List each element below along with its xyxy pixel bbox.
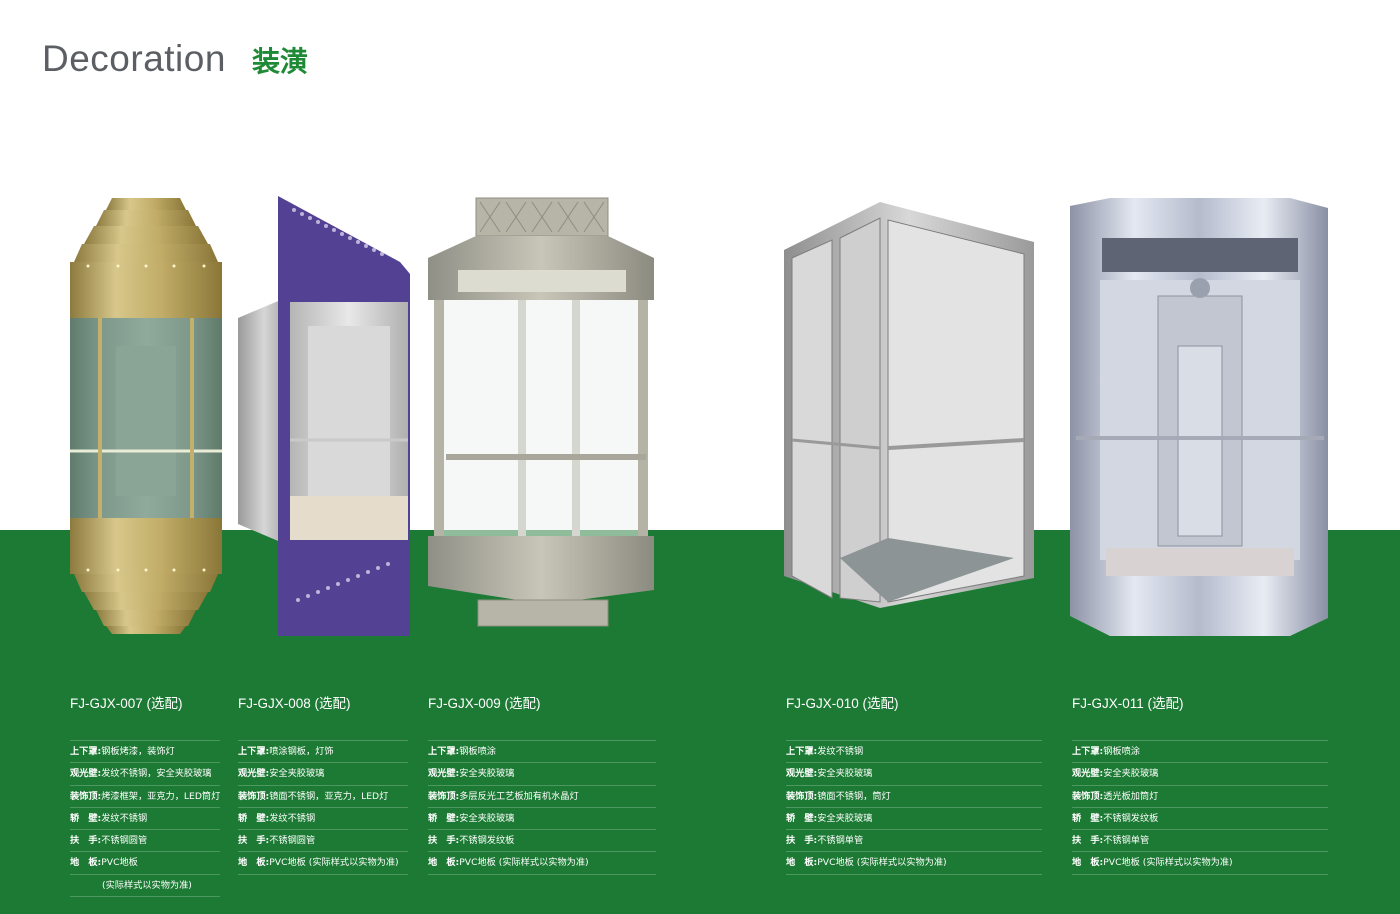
spec-row: 上下罩:喷涂钢板，灯饰	[238, 740, 408, 762]
spec-list-011: 上下罩:钢板喷涂 观光壁:安全夹胶玻璃 装饰顶:透光板加筒灯 轿 壁:不锈钢发纹…	[1072, 740, 1328, 875]
spec-row: 观光壁:安全夹胶玻璃	[428, 762, 656, 784]
spec-row: 扶 手:不锈钢发纹板	[428, 829, 656, 851]
page-header: Decoration 装潢	[42, 38, 308, 80]
spec-row: 扶 手:不锈钢单管	[1072, 829, 1328, 851]
spec-row: 轿 壁:发纹不锈钢	[70, 806, 220, 829]
spec-row: 轿 壁:发纹不锈钢	[238, 806, 408, 829]
model-label-007: FJ-GJX-007 (选配)	[70, 696, 183, 711]
spec-row: 扶 手:不锈钢圆管	[238, 829, 408, 851]
model-label-009: FJ-GJX-009 (选配)	[428, 696, 541, 711]
page-title-chinese: 装潢	[251, 45, 308, 78]
spec-row: 上下罩:钢板喷涂	[1072, 740, 1328, 762]
spec-row: 装饰顶:镜面不锈钢，筒灯	[786, 784, 1042, 807]
spec-row: 装饰顶:多层反光工艺板加有机水晶灯	[428, 784, 656, 807]
elevator-image-007	[68, 196, 224, 636]
spec-row: 地 板:PVC地板 (实际样式以实物为准)	[428, 851, 656, 875]
spec-row: 地 板:PVC地板 (实际样式以实物为准)	[1072, 851, 1328, 875]
spec-list-008: 上下罩:喷涂钢板，灯饰 观光壁:安全夹胶玻璃 装饰顶:镜面不锈钢，亚克力，LED…	[238, 740, 408, 875]
spec-row: 轿 壁:安全夹胶玻璃	[786, 806, 1042, 829]
spec-row: 装饰顶:透光板加筒灯	[1072, 784, 1328, 807]
spec-row: 地 板:PVC地板 (实际样式以实物为准)	[786, 851, 1042, 875]
spec-note: (实际样式以实物为准)	[70, 873, 220, 898]
spec-row: 上下罩:钢板烤漆，装饰灯	[70, 740, 220, 762]
model-label-011: FJ-GJX-011 (选配)	[1072, 696, 1184, 711]
model-label-008: FJ-GJX-008 (选配)	[238, 696, 351, 711]
spec-row: 装饰顶:烤漆框架，亚克力，LED筒灯	[70, 784, 220, 807]
spec-row: 上下罩:钢板喷涂	[428, 740, 656, 762]
model-label-010: FJ-GJX-010 (选配)	[786, 696, 899, 711]
spec-row: 地 板:PVC地板 (实际样式以实物为准)	[238, 851, 408, 875]
spec-row: 观光壁:安全夹胶玻璃	[786, 762, 1042, 784]
elevator-image-008	[238, 196, 413, 638]
spec-row: 观光壁:安全夹胶玻璃	[1072, 762, 1328, 784]
page-title-english: Decoration	[42, 38, 226, 79]
spec-row: 上下罩:发纹不锈钢	[786, 740, 1042, 762]
spec-row: 轿 壁:安全夹胶玻璃	[428, 806, 656, 829]
spec-row: 轿 壁:不锈钢发纹板	[1072, 806, 1328, 829]
spec-list-007: 上下罩:钢板烤漆，装饰灯 观光壁:发纹不锈钢，安全夹胶玻璃 装饰顶:烤漆框架，亚…	[70, 740, 220, 898]
spec-row: 观光壁:安全夹胶玻璃	[238, 762, 408, 784]
elevator-image-011	[1070, 196, 1330, 638]
spec-row: 扶 手:不锈钢单管	[786, 829, 1042, 851]
spec-row: 装饰顶:镜面不锈钢，亚克力，LED灯	[238, 784, 408, 807]
elevator-image-009	[428, 196, 658, 636]
spec-list-009: 上下罩:钢板喷涂 观光壁:安全夹胶玻璃 装饰顶:多层反光工艺板加有机水晶灯 轿 …	[428, 740, 656, 875]
spec-row: 观光壁:发纹不锈钢，安全夹胶玻璃	[70, 762, 220, 784]
elevator-image-010	[784, 198, 1034, 610]
spec-list-010: 上下罩:发纹不锈钢 观光壁:安全夹胶玻璃 装饰顶:镜面不锈钢，筒灯 轿 壁:安全…	[786, 740, 1042, 875]
spec-row: 扶 手:不锈钢圆管	[70, 829, 220, 851]
spec-row: 地 板:PVC地板	[70, 851, 220, 873]
